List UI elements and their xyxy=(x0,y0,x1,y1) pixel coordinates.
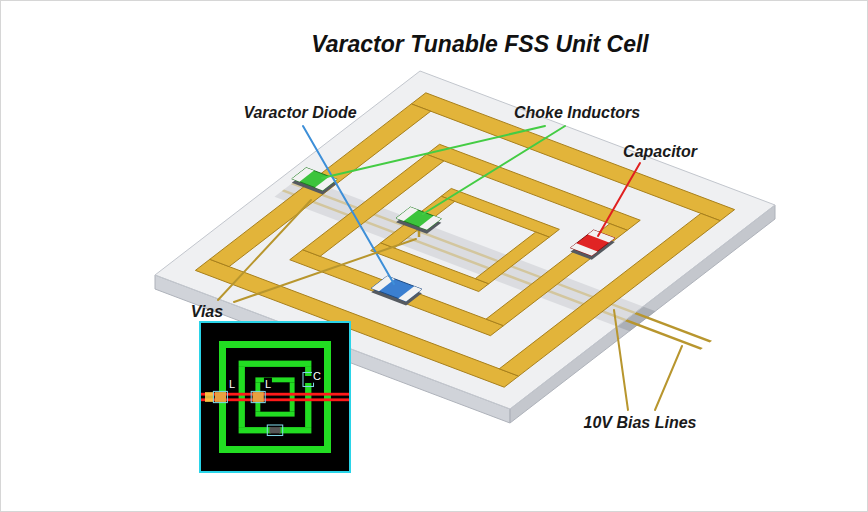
leader-line xyxy=(614,310,628,410)
inset-label: C xyxy=(312,370,322,383)
callout-label: Vias xyxy=(191,303,223,321)
leader-line xyxy=(322,126,545,178)
callout-label: Varactor Diode xyxy=(243,104,356,122)
inset-label: L xyxy=(264,378,272,391)
capacitor-symbol xyxy=(571,230,615,256)
leader-line xyxy=(218,200,311,300)
callout-label: Capacitor xyxy=(623,143,697,161)
components xyxy=(223,137,615,334)
inset-label: L xyxy=(228,378,236,391)
leader-line xyxy=(423,126,565,214)
component-bases xyxy=(223,141,615,338)
leader-line xyxy=(655,346,682,410)
leader-line xyxy=(303,126,394,284)
callout-label: Choke Inductors xyxy=(514,104,640,122)
diagram-title: Varactor Tunable FSS Unit Cell xyxy=(311,31,648,57)
leader-line xyxy=(598,163,640,236)
callout-label: 10V Bias Lines xyxy=(584,414,697,432)
leader-line xyxy=(234,239,416,302)
gold-rings xyxy=(195,93,734,387)
varactor-symbol xyxy=(371,276,422,301)
inductor-symbol xyxy=(396,207,441,230)
layout-inset xyxy=(200,322,350,472)
inductor-symbol xyxy=(292,168,337,191)
